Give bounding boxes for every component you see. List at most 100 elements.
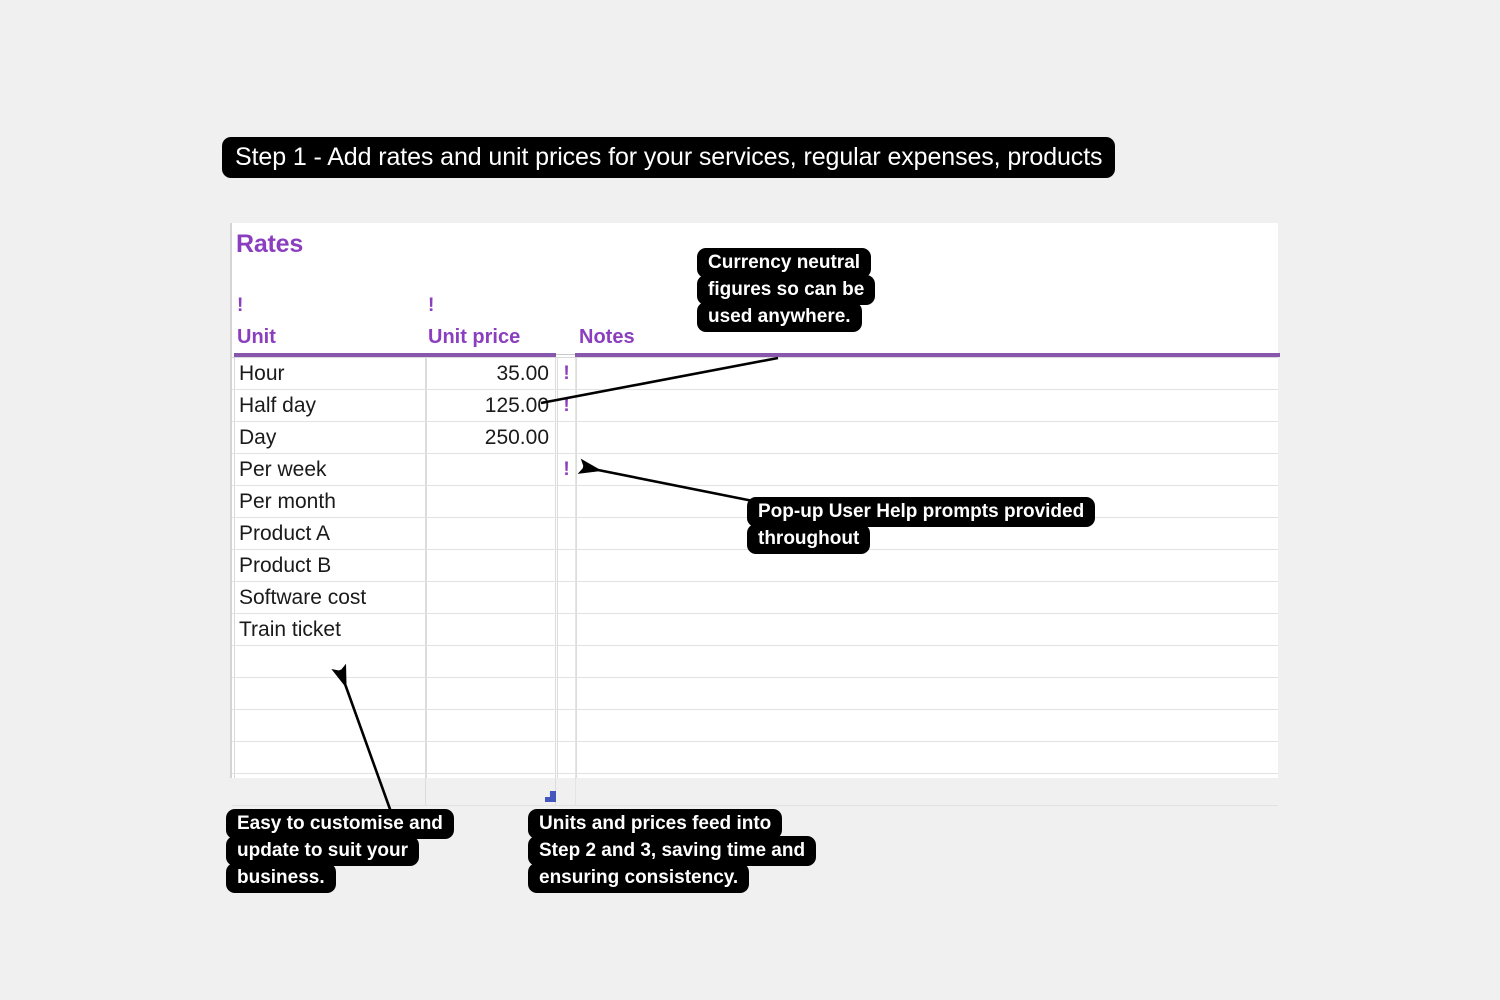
sheet-title: Rates [236, 230, 304, 258]
callout-line: Step 2 and 3, saving time and [528, 836, 817, 866]
cell-unit[interactable]: Per month [234, 486, 426, 517]
grid-separator-unit [426, 357, 427, 778]
cell-unit-price[interactable] [426, 678, 556, 709]
cell-unit[interactable] [234, 678, 426, 709]
cell-unit[interactable] [234, 774, 426, 805]
callout-line: Easy to customise and [226, 809, 454, 839]
cell-unit-price[interactable] [426, 614, 556, 645]
callout-line: figures so can be [697, 275, 876, 305]
callout-line: Currency neutral [697, 248, 872, 278]
cell-unit-price[interactable] [426, 518, 556, 549]
callout-line: Pop-up User Help prompts provided [747, 497, 1096, 527]
grid-separator-price [557, 357, 558, 778]
cell-unit-price[interactable]: 35.00 [426, 358, 556, 389]
column-header-unit-price: Unit price [428, 326, 521, 348]
cell-help-marker[interactable] [558, 518, 576, 549]
step-title-banner: Step 1 - Add rates and unit prices for y… [222, 137, 1116, 178]
cell-unit[interactable]: Software cost [234, 582, 426, 613]
cell-help-marker[interactable]: ! [558, 358, 576, 389]
table-row[interactable] [232, 774, 1278, 806]
cell-notes[interactable] [576, 646, 1280, 677]
cell-notes[interactable] [576, 710, 1280, 741]
cell-notes[interactable] [576, 550, 1280, 581]
help-marker-icon-price[interactable]: ! [428, 295, 435, 316]
cell-unit[interactable]: Hour [234, 358, 426, 389]
header-rule-left [234, 353, 556, 357]
header-rule-gap [556, 354, 575, 355]
step-title-text: Step 1 - Add rates and unit prices for y… [235, 143, 1103, 171]
cell-notes[interactable] [576, 358, 1280, 389]
cell-help-marker[interactable] [558, 678, 576, 709]
cell-notes[interactable] [576, 422, 1280, 453]
cell-unit[interactable]: Day [234, 422, 426, 453]
selection-fill-handle-icon[interactable] [545, 791, 556, 802]
cell-unit[interactable]: Train ticket [234, 614, 426, 645]
cell-unit-price[interactable] [426, 582, 556, 613]
table-row[interactable]: Train ticket [232, 614, 1278, 646]
cell-help-marker[interactable] [558, 486, 576, 517]
table-row[interactable] [232, 742, 1278, 774]
cell-notes[interactable] [576, 390, 1280, 421]
callout-line: used anywhere. [697, 302, 862, 332]
cell-unit-price[interactable] [426, 742, 556, 773]
cell-unit-price[interactable] [426, 454, 556, 485]
table-row[interactable] [232, 646, 1278, 678]
cell-help-marker[interactable] [558, 550, 576, 581]
cell-help-marker[interactable] [558, 742, 576, 773]
column-header-notes: Notes [579, 326, 635, 348]
help-marker-icon-unit[interactable]: ! [237, 295, 244, 316]
cell-unit[interactable] [234, 646, 426, 677]
cell-unit-price[interactable] [426, 646, 556, 677]
cell-notes[interactable] [576, 678, 1280, 709]
cell-help-marker[interactable] [558, 582, 576, 613]
cell-unit-price[interactable] [426, 550, 556, 581]
cell-notes[interactable] [576, 582, 1280, 613]
grid-separator-left [234, 357, 235, 778]
table-row[interactable]: Software cost [232, 582, 1278, 614]
cell-notes[interactable] [576, 742, 1280, 773]
cell-help-marker[interactable] [558, 710, 576, 741]
cell-help-marker[interactable]: ! [558, 454, 576, 485]
callout-line: business. [226, 863, 336, 893]
cell-help-marker[interactable] [558, 422, 576, 453]
cell-unit[interactable] [234, 742, 426, 773]
table-row[interactable] [232, 710, 1278, 742]
cell-unit[interactable]: Product A [234, 518, 426, 549]
cell-unit[interactable] [234, 710, 426, 741]
help-marker-icon[interactable]: ! [563, 459, 570, 480]
cell-help-marker[interactable] [558, 614, 576, 645]
callout-line: ensuring consistency. [528, 863, 750, 893]
table-row[interactable]: Per week! [232, 454, 1278, 486]
cell-notes[interactable] [576, 454, 1280, 485]
header-rule-right [575, 353, 1280, 357]
callout-line: Units and prices feed into [528, 809, 783, 839]
cell-unit[interactable]: Per week [234, 454, 426, 485]
cell-notes[interactable] [576, 774, 1280, 805]
help-marker-icon[interactable]: ! [563, 395, 570, 416]
grid-separator-notes [576, 357, 577, 778]
callout-line: throughout [747, 524, 871, 554]
cell-notes[interactable] [576, 614, 1280, 645]
cell-help-marker[interactable] [558, 646, 576, 677]
cell-help-marker[interactable]: ! [558, 390, 576, 421]
cell-unit[interactable]: Product B [234, 550, 426, 581]
cell-unit-price[interactable] [426, 486, 556, 517]
column-header-unit: Unit [237, 326, 276, 348]
table-row[interactable] [232, 678, 1278, 710]
cell-help-marker[interactable] [558, 774, 576, 805]
cell-unit-price[interactable] [426, 710, 556, 741]
table-row[interactable]: Product B [232, 550, 1278, 582]
cell-unit[interactable]: Half day [234, 390, 426, 421]
cell-unit-price[interactable]: 250.00 [426, 422, 556, 453]
cell-unit-price[interactable]: 125.00 [426, 390, 556, 421]
cell-unit-price[interactable] [426, 774, 556, 805]
callout-line: update to suit your [226, 836, 419, 866]
help-marker-icon[interactable]: ! [563, 363, 570, 384]
